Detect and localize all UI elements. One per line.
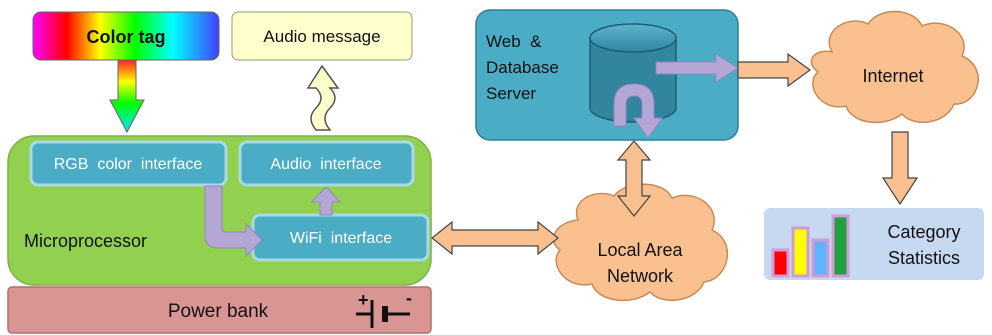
color-tag-down-arrow <box>109 59 145 134</box>
audio-interface: Audio interface <box>238 140 415 187</box>
server-to-internet-arrow <box>737 52 812 88</box>
server-uturn-arrow <box>613 83 663 139</box>
server-label-line1: Web & <box>486 32 542 51</box>
stats-label-line2: Statistics <box>888 248 960 268</box>
audio-message-label: Audio message <box>263 27 380 46</box>
category-statistics-panel: Category Statistics <box>764 208 984 280</box>
lan-label-line2: Network <box>607 266 674 286</box>
audio-wave-arrow <box>306 64 340 131</box>
microprocessor-label: Microprocessor <box>24 231 147 251</box>
internet-cloud: Internet <box>810 10 979 124</box>
server-lan-double-arrow <box>616 140 652 217</box>
wifi-interface: WiFi interface <box>251 213 430 262</box>
wifi-to-audio-arrow <box>310 186 342 216</box>
power-bank-label: Power bank <box>168 301 269 322</box>
bar-chart-icon <box>771 214 850 278</box>
wifi-lan-double-arrow <box>431 220 559 256</box>
server-out-arrow <box>655 53 739 83</box>
database-icon <box>589 23 677 123</box>
server-label-line3: Server <box>486 84 536 103</box>
internet-to-stats-arrow <box>881 131 919 206</box>
rgb-color-interface: RGB color interface <box>29 140 228 187</box>
battery-icon: + - <box>356 288 412 328</box>
server-label-line2: Database <box>486 58 559 77</box>
internet-label: Internet <box>862 66 923 86</box>
color-tag-label: Color tag <box>87 27 166 47</box>
audio-interface-label: Audio interface <box>270 156 381 173</box>
power-bank: Power bank + - <box>7 286 432 334</box>
lan-label-line1: Local Area <box>597 240 683 260</box>
battery-plus-label: + <box>358 290 369 310</box>
color-tag: Color tag <box>32 11 220 61</box>
battery-minus-label: - <box>406 288 412 308</box>
stats-label-line1: Category <box>887 222 960 242</box>
rgb-to-wifi-arrow <box>204 185 263 258</box>
rgb-interface-label: RGB color interface <box>54 156 203 173</box>
wifi-interface-label: WiFi interface <box>290 230 392 247</box>
audio-message: Audio message <box>231 11 413 61</box>
